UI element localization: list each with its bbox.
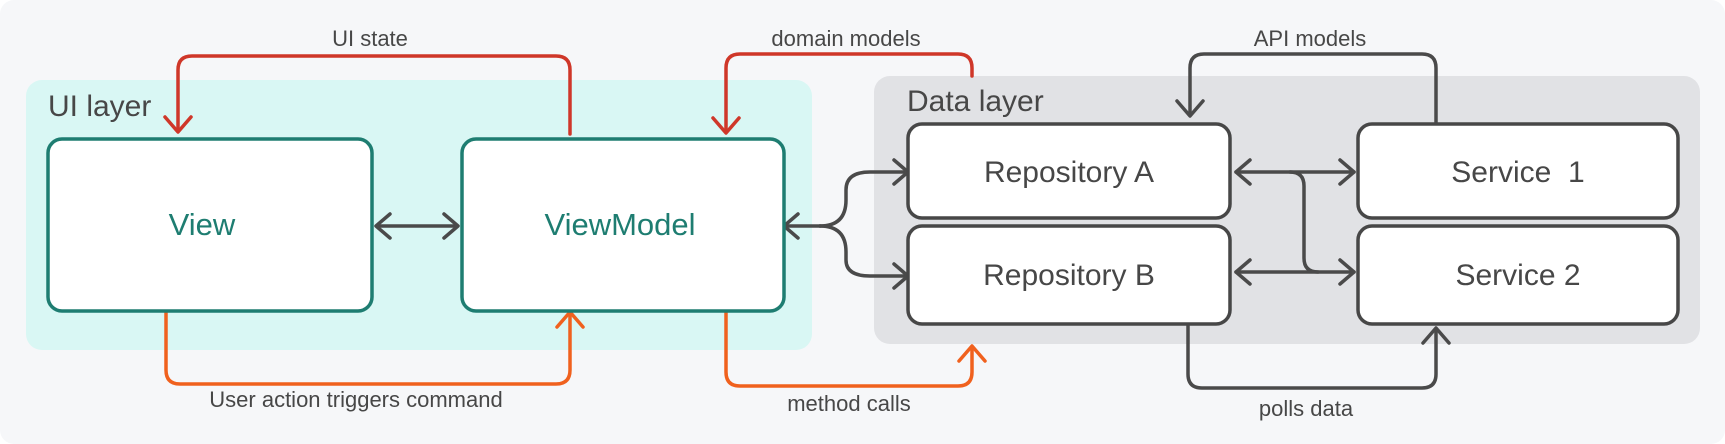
service-2-node[interactable]: Service 2 [1356, 224, 1680, 326]
method-calls-label: method calls [787, 391, 911, 416]
repository-b-node-label: Repository B [983, 259, 1155, 292]
repository-a-node-label: Repository A [984, 156, 1154, 189]
repositories-services-arrows [1234, 158, 1356, 286]
repository-a-node[interactable]: Repository A [906, 122, 1232, 220]
repository-b-node[interactable]: Repository B [906, 224, 1232, 326]
ui-layer-title: UI layer [48, 90, 151, 123]
ui-state-arrow [163, 54, 572, 136]
data-layer-title: Data layer [907, 85, 1044, 118]
domain-models-label: domain models [771, 26, 920, 51]
service-1-node-label: Service 1 [1451, 156, 1584, 189]
viewmodel-node[interactable]: ViewModel [460, 137, 786, 313]
api-models-arrow [1175, 52, 1438, 124]
polls-data-arrow [1186, 324, 1451, 390]
api-models-label: API models [1254, 26, 1367, 51]
user-action-label: User action triggers command [209, 387, 502, 412]
service-1-node[interactable]: Service 1 [1356, 122, 1680, 220]
polls-data-label: polls data [1259, 396, 1354, 421]
view-node[interactable]: View [46, 137, 374, 313]
service-2-node-label: Service 2 [1455, 259, 1580, 292]
viewmodel-node-label: ViewModel [544, 207, 695, 242]
view-node-label: View [169, 207, 236, 242]
ui-state-label: UI state [332, 26, 408, 51]
domain-models-arrow [711, 52, 974, 135]
method-calls-arrow [724, 310, 987, 388]
view-viewmodel-arrow [374, 212, 460, 240]
